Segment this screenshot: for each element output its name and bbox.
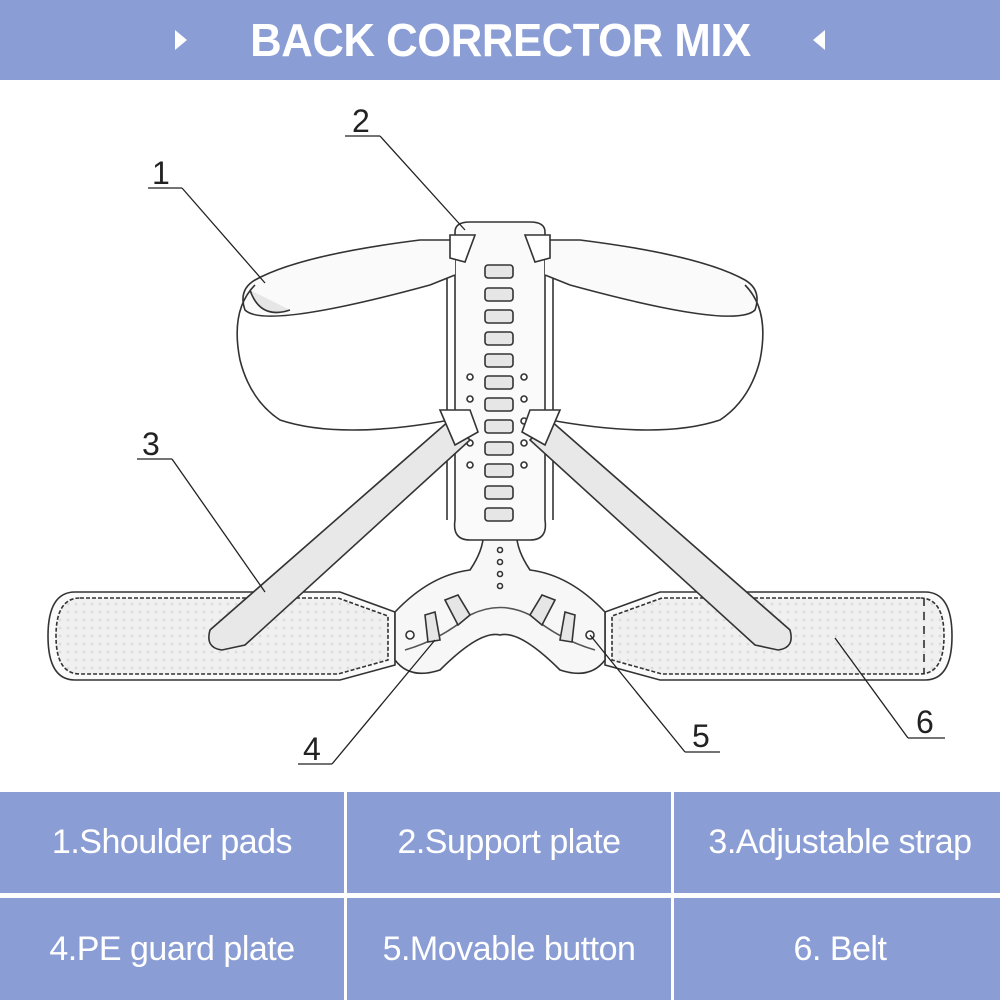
- callout-1: 1: [152, 155, 170, 191]
- callout-3: 3: [142, 426, 160, 462]
- legend-cell-support-plate: 2.Support plate: [347, 792, 671, 893]
- back-corrector-diagram: 1 2 3 4 5 6: [0, 80, 1000, 792]
- product-line-drawing: [47, 135, 953, 765]
- callout-5: 5: [692, 718, 710, 754]
- callout-6: 6: [916, 704, 934, 740]
- legend-cell-pe-guard-plate: 4.PE guard plate: [0, 898, 344, 1000]
- parts-legend-table: 1.Shoulder pads 2.Support plate 3.Adjust…: [0, 792, 1000, 1000]
- legend-cell-adjustable-strap: 3.Adjustable strap: [674, 792, 1000, 893]
- header-banner: BACK CORRECTOR MIX: [0, 0, 1000, 80]
- triangle-left-icon: [813, 30, 826, 50]
- legend-cell-shoulder-pads: 1.Shoulder pads: [0, 792, 344, 893]
- callout-4: 4: [303, 731, 321, 767]
- callout-2: 2: [352, 103, 370, 139]
- legend-cell-belt: 6. Belt: [674, 898, 1000, 1000]
- legend-cell-movable-button: 5.Movable button: [347, 898, 671, 1000]
- triangle-right-icon: [174, 30, 187, 50]
- page-title: BACK CORRECTOR MIX: [249, 14, 751, 66]
